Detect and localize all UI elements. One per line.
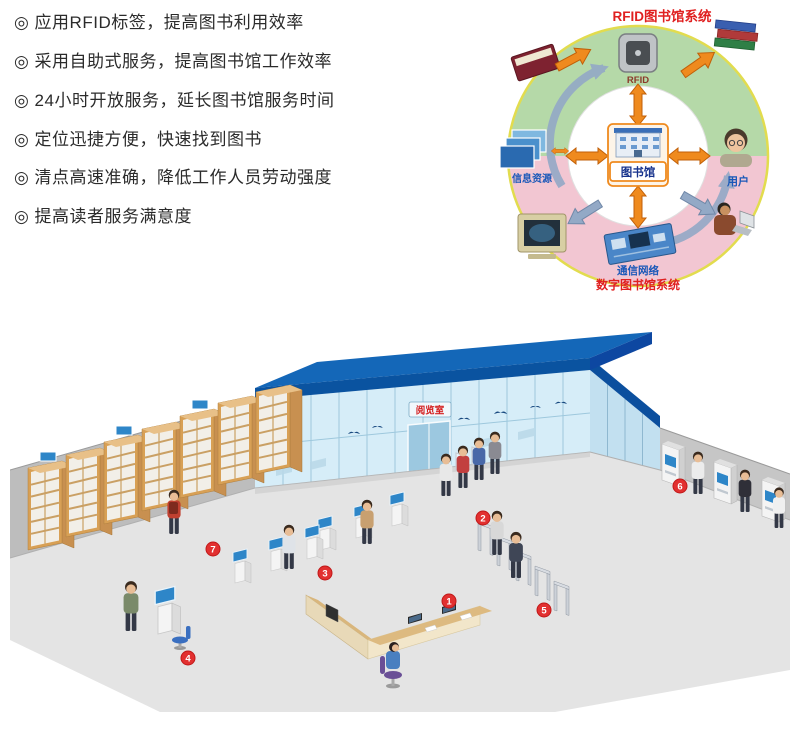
- benefit-item: ◎ 采用自助式服务，提高图书馆工作效率: [14, 51, 333, 71]
- marker-6: 6: [672, 478, 688, 494]
- marker-4: 4: [180, 650, 196, 666]
- roof-right-fascia: [590, 358, 660, 428]
- floor: [10, 452, 790, 712]
- circuit-board-icon: [603, 223, 677, 265]
- info-resources-icon: [499, 129, 547, 169]
- svg-text:2: 2: [480, 513, 485, 524]
- benefit-item: ◎ 清点高速准确，降低工作人员劳动强度: [14, 168, 333, 188]
- network-label: 通信网络: [617, 264, 659, 277]
- terminal: [713, 458, 738, 505]
- roof-cap: [590, 332, 652, 370]
- shelf-screen: [191, 399, 209, 410]
- reading-room: 阅览室: [254, 332, 660, 488]
- benefits-list: ◎ 应用RFID标签，提高图书利用效率 ◎ 采用自助式服务，提高图书馆工作效率 …: [14, 14, 334, 247]
- user-label: 用户: [727, 174, 749, 188]
- svg-text:5: 5: [541, 605, 547, 616]
- receptionist: [380, 642, 402, 689]
- svg-text:6: 6: [677, 481, 682, 492]
- benefit-item: ◎ 定位迅捷方便，快速找到图书: [14, 129, 263, 149]
- bookshelf: [255, 384, 303, 475]
- resources-label: 信息资源: [512, 172, 552, 185]
- shelf-screen: [39, 451, 57, 462]
- marker-2: 2: [475, 510, 491, 526]
- flow-arrow-left-top: [545, 63, 609, 189]
- svg-text:1: 1: [446, 596, 452, 607]
- papers: [459, 612, 473, 621]
- shelf-screen: [115, 425, 133, 436]
- marker-7: 7: [205, 541, 221, 557]
- center-label-box: [609, 161, 667, 182]
- crt-monitor-icon: [517, 213, 567, 259]
- user-icon: [720, 128, 752, 167]
- rfid-system-diagram: RFID 用户 信息资源: [492, 4, 784, 296]
- ring-bottom-half: [508, 156, 768, 286]
- roof-top: [255, 332, 652, 388]
- library-scene: 阅览室: [10, 318, 790, 714]
- book-stack-icon: [713, 19, 759, 51]
- benefit-item: ◎ 提高读者服务满意度: [14, 207, 193, 227]
- roof-fascia: [255, 358, 590, 400]
- diagram-title: RFID图书馆系统: [613, 8, 712, 24]
- bookshelf-row: [27, 384, 303, 551]
- marker-5: 5: [536, 602, 552, 618]
- book-icon: [510, 43, 561, 82]
- papers: [424, 624, 438, 633]
- diagram-subtitle: 数字图书馆系统: [596, 277, 680, 292]
- reading-room-sign: [408, 401, 452, 418]
- rfid-chip-icon: [618, 33, 658, 73]
- marker-1: 1: [441, 593, 457, 609]
- backpack: [169, 502, 178, 514]
- svg-text:7: 7: [210, 544, 215, 555]
- reading-room-sign-label: 阅览室: [416, 405, 445, 417]
- desk-monitor: [325, 603, 339, 623]
- benefit-item: ◎ 24小时开放服务，延长图书馆服务时间: [14, 90, 335, 110]
- rfid-label: RFID: [627, 75, 649, 86]
- svg-text:4: 4: [185, 653, 191, 664]
- left-workstation: [154, 585, 191, 650]
- laptop-user-icon: [714, 202, 755, 236]
- svg-text:3: 3: [322, 568, 327, 579]
- benefit-item: ◎ 应用RFID标签，提高图书利用效率: [14, 13, 304, 32]
- center-label: 图书馆: [621, 165, 656, 179]
- marker-3: 3: [317, 565, 333, 581]
